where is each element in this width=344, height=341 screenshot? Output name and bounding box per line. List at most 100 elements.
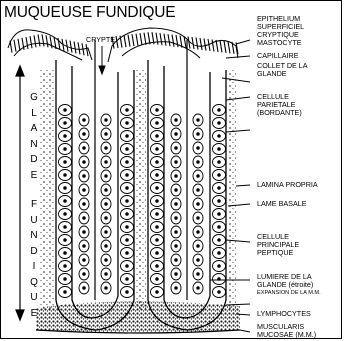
- cell-nucleus: [64, 148, 67, 151]
- cell-nucleus: [126, 226, 129, 229]
- cell-nucleus: [83, 203, 86, 206]
- glande-letter: U: [28, 215, 40, 226]
- glande-letter: N: [28, 230, 40, 241]
- epithelial-cell-stroke: [200, 38, 202, 50]
- cell-nucleus: [83, 273, 86, 276]
- cell-nucleus: [126, 291, 129, 294]
- cell-nucleus: [175, 147, 178, 150]
- cell-nucleus: [175, 231, 178, 234]
- epithelial-cell-stroke: [212, 39, 214, 51]
- cell-nucleus: [105, 147, 108, 150]
- cell-nucleus: [218, 200, 221, 203]
- cell-nucleus: [126, 135, 129, 138]
- cell-nucleus: [83, 175, 86, 178]
- cell-nucleus: [83, 217, 86, 220]
- epithelial-cell-stroke: [216, 40, 218, 52]
- cell-nucleus: [197, 147, 200, 150]
- epithelial-cell-stroke: [204, 38, 206, 50]
- cell-nucleus: [64, 252, 67, 255]
- cell-nucleus: [175, 119, 178, 122]
- cell-nucleus: [105, 203, 108, 206]
- cell-nucleus: [175, 189, 178, 192]
- cell-nucleus: [126, 200, 129, 203]
- cell-nucleus: [218, 291, 221, 294]
- cell-nucleus: [64, 135, 67, 138]
- glande-letter: E: [28, 170, 40, 181]
- cell-nucleus: [156, 109, 159, 112]
- cell-nucleus: [83, 147, 86, 150]
- cell-nucleus: [197, 161, 200, 164]
- cell-nucleus: [64, 278, 67, 281]
- cell-nucleus: [218, 252, 221, 255]
- cell-nucleus: [156, 213, 159, 216]
- epithelial-cell-stroke: [148, 32, 150, 44]
- cell-nucleus: [218, 187, 221, 190]
- cell-nucleus: [218, 122, 221, 125]
- cell-nucleus: [126, 161, 129, 164]
- cell-nucleus: [105, 245, 108, 248]
- cell-nucleus: [197, 287, 200, 290]
- cell-nucleus: [64, 187, 67, 190]
- cell-nucleus: [105, 175, 108, 178]
- cell-nucleus: [175, 273, 178, 276]
- epithelial-cell-stroke: [42, 34, 44, 46]
- cell-nucleus: [156, 122, 159, 125]
- cell-nucleus: [218, 239, 221, 242]
- cell-nucleus: [218, 265, 221, 268]
- epithelial-cell-stroke: [220, 40, 222, 52]
- crypte-label: CRYPTE: [86, 36, 115, 44]
- epithelial-cell-stroke: [196, 38, 198, 50]
- label-bordante: (BORDANTE): [257, 109, 302, 117]
- cell-nucleus: [126, 122, 129, 125]
- cell-nucleus: [105, 189, 108, 192]
- cell-nucleus: [175, 161, 178, 164]
- epithelial-cell-stroke: [128, 35, 130, 47]
- epithelial-cell-stroke: [124, 35, 126, 47]
- cell-nucleus: [175, 259, 178, 262]
- surface-epithelium: [8, 28, 238, 62]
- cell-nucleus: [197, 203, 200, 206]
- cell-nucleus: [218, 148, 221, 151]
- cell-nucleus: [175, 175, 178, 178]
- cell-nucleus: [64, 239, 67, 242]
- cell-nucleus: [218, 213, 221, 216]
- cell-nucleus: [126, 265, 129, 268]
- cell-nucleus: [83, 287, 86, 290]
- cell-nucleus: [64, 109, 67, 112]
- cell-nucleus: [105, 287, 108, 290]
- epithelial-cell-stroke: [136, 34, 138, 46]
- glande-letter: A: [28, 123, 40, 134]
- cell-nucleus: [64, 122, 67, 125]
- cell-nucleus: [105, 161, 108, 164]
- cell-nucleus: [175, 133, 178, 136]
- cell-nucleus: [175, 287, 178, 290]
- cell-nucleus: [126, 187, 129, 190]
- epithelial-cell-stroke: [26, 37, 28, 49]
- cell-nucleus: [175, 203, 178, 206]
- cell-nucleus: [105, 133, 108, 136]
- label-lamina-propria: LAMINA PROPRIA: [257, 181, 318, 189]
- label-lame-basale: LAME BASALE: [257, 200, 307, 208]
- cell-nucleus: [197, 133, 200, 136]
- label-mastocyte: MASTOCYTE: [257, 39, 302, 47]
- glande-letter: D: [28, 154, 40, 165]
- epithelial-cell-stroke: [164, 34, 166, 46]
- cell-nucleus: [156, 187, 159, 190]
- cell-nucleus: [105, 217, 108, 220]
- epithelial-cell-stroke: [192, 37, 194, 49]
- cell-nucleus: [156, 174, 159, 177]
- epithelial-cell-stroke: [132, 34, 134, 46]
- epithelial-cell-stroke: [78, 42, 80, 54]
- epithelial-cell-stroke: [58, 38, 60, 50]
- glande-letter: U: [28, 292, 40, 303]
- cell-nucleus: [156, 265, 159, 268]
- cell-nucleus: [126, 109, 129, 112]
- cell-nucleus: [83, 259, 86, 262]
- epithelial-cell-stroke: [38, 34, 40, 46]
- muscularis-mucosae: [36, 301, 240, 333]
- glande-letter: G: [28, 92, 40, 103]
- cell-nucleus: [218, 109, 221, 112]
- cell-nucleus: [126, 278, 129, 281]
- cell-nucleus: [197, 175, 200, 178]
- cell-nucleus: [156, 200, 159, 203]
